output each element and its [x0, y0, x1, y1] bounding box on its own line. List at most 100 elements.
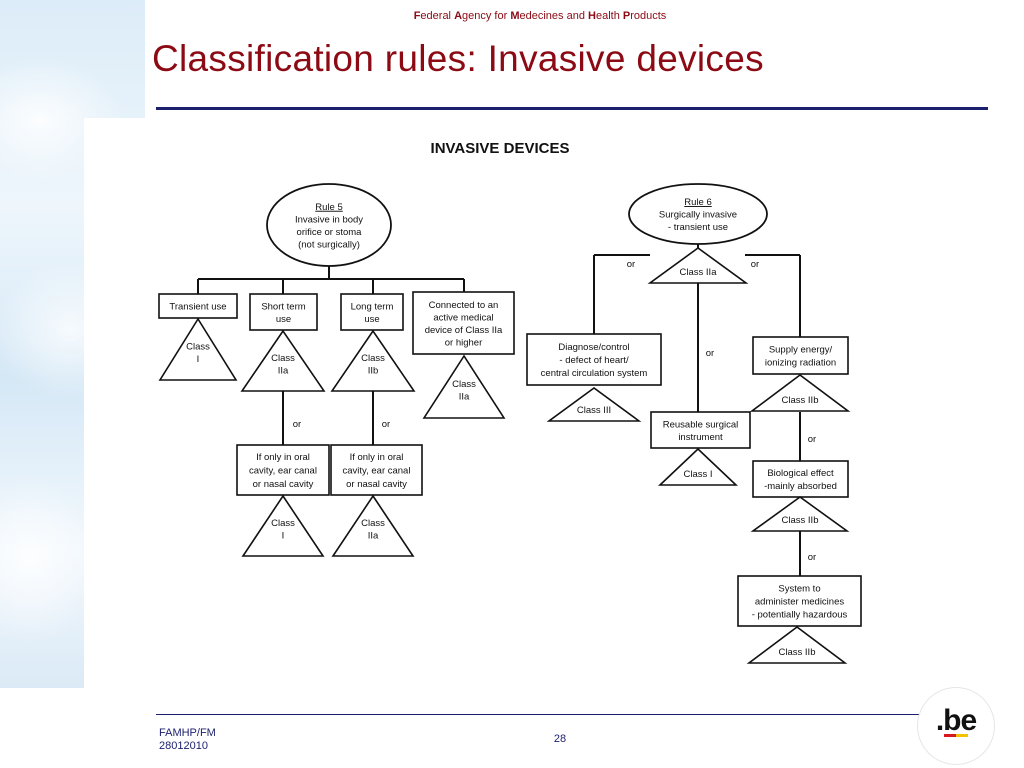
be-logo-text: .be: [935, 704, 977, 737]
title-divider: [156, 107, 988, 110]
oral-class-iia-triangle-text: IIa: [368, 531, 379, 542]
reusable-instrument-box-text: Reusable surgical: [663, 419, 739, 430]
rule6-node-heading: Rule 6: [684, 197, 711, 208]
agency-name-part: F: [413, 10, 421, 22]
agency-name-part: roducts: [630, 10, 667, 22]
administer-medicines-box-text: System to: [778, 584, 820, 595]
oral-cavity-long-box-frame: [330, 444, 423, 496]
or-label-short-text: or: [293, 419, 301, 430]
long-class-iib-triangle-text: Class: [361, 353, 385, 364]
connected-active-device-box-frame: [412, 291, 515, 355]
agency-name-part: gency for: [462, 10, 511, 22]
oral-class-i-triangle-text: Class: [271, 518, 295, 529]
biological-effect-box-text: Biological effect: [767, 468, 834, 479]
rule5-node-text: (not surgically): [298, 239, 360, 250]
footer-info: FAMHP/FM 28012010: [159, 727, 216, 753]
administer-medicines-box: System to administer medicines - potential…: [737, 575, 862, 627]
diagnose-control-box-text: central circulation system: [541, 368, 648, 379]
oral-class-i-triangle-text: I: [282, 531, 285, 542]
rule6-class-i-triangle-shape: [657, 447, 739, 486]
rule5-node-text: orifice or stoma: [297, 227, 363, 238]
administer-medicines-box-text: - potentially hazardous: [752, 610, 848, 621]
long-class-iib-triangle-shape: [330, 329, 416, 392]
long-class-iib-triangle-text: IIb: [368, 366, 379, 377]
transient-use-box-frame: [158, 293, 238, 319]
rule6-class-i-triangle-text: Class I: [683, 469, 712, 480]
oral-cavity-short-box-text: If only in oral: [256, 452, 310, 463]
oral-class-iia-triangle-shape: [331, 494, 415, 557]
rule6-node-shape: [628, 183, 768, 245]
short-term-box-text: use: [276, 314, 291, 325]
short-term-box: Short term use: [249, 293, 318, 331]
oral-class-iia-triangle-text: Class: [361, 518, 385, 529]
or-label-rule6-right-2-text: or: [808, 434, 816, 445]
page-number: 28: [553, 733, 567, 745]
or-label-rule6-middle-text: or: [706, 348, 714, 359]
footer-org: FAMHP/FM: [159, 727, 216, 739]
short-class-iia-triangle-shape: [240, 329, 326, 392]
or-label-rule6-right: or: [751, 259, 759, 270]
class-i-triangle-text: I: [197, 354, 200, 365]
supply-energy-box-text: Supply energy/: [769, 345, 833, 356]
diagnose-control-box: Diagnose/control - defect of heart/centra…: [526, 333, 662, 386]
or-label-long-text: or: [382, 419, 390, 430]
supply-energy-box-frame: [752, 336, 849, 375]
footer-divider: [156, 714, 920, 715]
reusable-instrument-box-text: instrument: [678, 432, 723, 443]
agency-name-part: P: [622, 10, 631, 22]
content-panel: [84, 118, 1024, 688]
biological-effect-box: Biological effect -mainly absorbed: [752, 460, 849, 498]
connected-active-device-box-text: Connected to an: [429, 300, 499, 311]
short-class-iia-triangle-text: Class: [271, 353, 295, 364]
footer-date: 28012010: [159, 740, 208, 752]
or-label-rule6-middle: or: [706, 348, 714, 359]
oral-cavity-long-box-text: cavity, ear canal: [343, 466, 411, 477]
oral-class-i-triangle-shape: [241, 494, 325, 557]
diagram-title-text: INVASIVE DEVICES: [431, 140, 570, 157]
short-term-box-text: Short term: [261, 301, 305, 312]
rule6-class-iii-triangle: Class III: [546, 387, 642, 422]
rule5-node-text: Invasive in body: [295, 214, 363, 225]
be-logo-bar-red: [944, 734, 956, 737]
oral-cavity-long-box-text: If only in oral: [350, 452, 404, 463]
agency-name-part: M: [510, 10, 520, 22]
rule6-node-text: Surgically invasive: [659, 210, 737, 221]
connected-class-iia-triangle-text: IIa: [459, 392, 470, 403]
rule6-class-iib-triangle-3-text: Class IIb: [779, 647, 816, 658]
reusable-instrument-box: Reusable surgical instrument: [650, 411, 751, 449]
rule6-class-iib-triangle-2-text: Class IIb: [782, 515, 819, 526]
biological-effect-box-text: -mainly absorbed: [764, 481, 837, 492]
connected-class-iia-triangle-shape: [422, 354, 506, 419]
rule6-class-iia-triangle-text: Class IIa: [680, 267, 718, 278]
oral-cavity-short-box-text: cavity, ear canal: [249, 466, 317, 477]
rule6-class-iib-triangle-1: Class IIb: [749, 374, 851, 412]
slide-title: Classification rules: Invasive devices: [152, 38, 764, 79]
diagnose-control-box-text: - defect of heart/: [559, 355, 629, 366]
transient-use-box: Transient use: [158, 293, 238, 319]
rule6-class-iii-triangle-shape: [546, 387, 642, 422]
rule6-class-iib-triangle-2-shape: [750, 496, 850, 532]
rule6-class-i-triangle: Class I: [657, 447, 739, 486]
agency-name: Federal Agency for Medecines and Health …: [290, 10, 790, 22]
agency-name-part: edecines and: [519, 10, 588, 22]
rule6-node-text: - transient use: [668, 222, 728, 233]
diagnose-control-box-text: Diagnose/control: [558, 342, 629, 353]
or-label-long: or: [382, 419, 390, 430]
diagnose-control-box-frame: [526, 333, 662, 386]
agency-name-part: ederal: [420, 10, 455, 22]
rule6-class-iib-triangle-1-text: Class IIb: [782, 395, 819, 406]
rule6-class-iii-triangle-text: Class III: [577, 405, 611, 416]
class-i-triangle-shape: [158, 317, 238, 381]
connected-active-device-box-text: active medical: [433, 312, 493, 323]
administer-medicines-box-text: administer medicines: [755, 597, 844, 608]
